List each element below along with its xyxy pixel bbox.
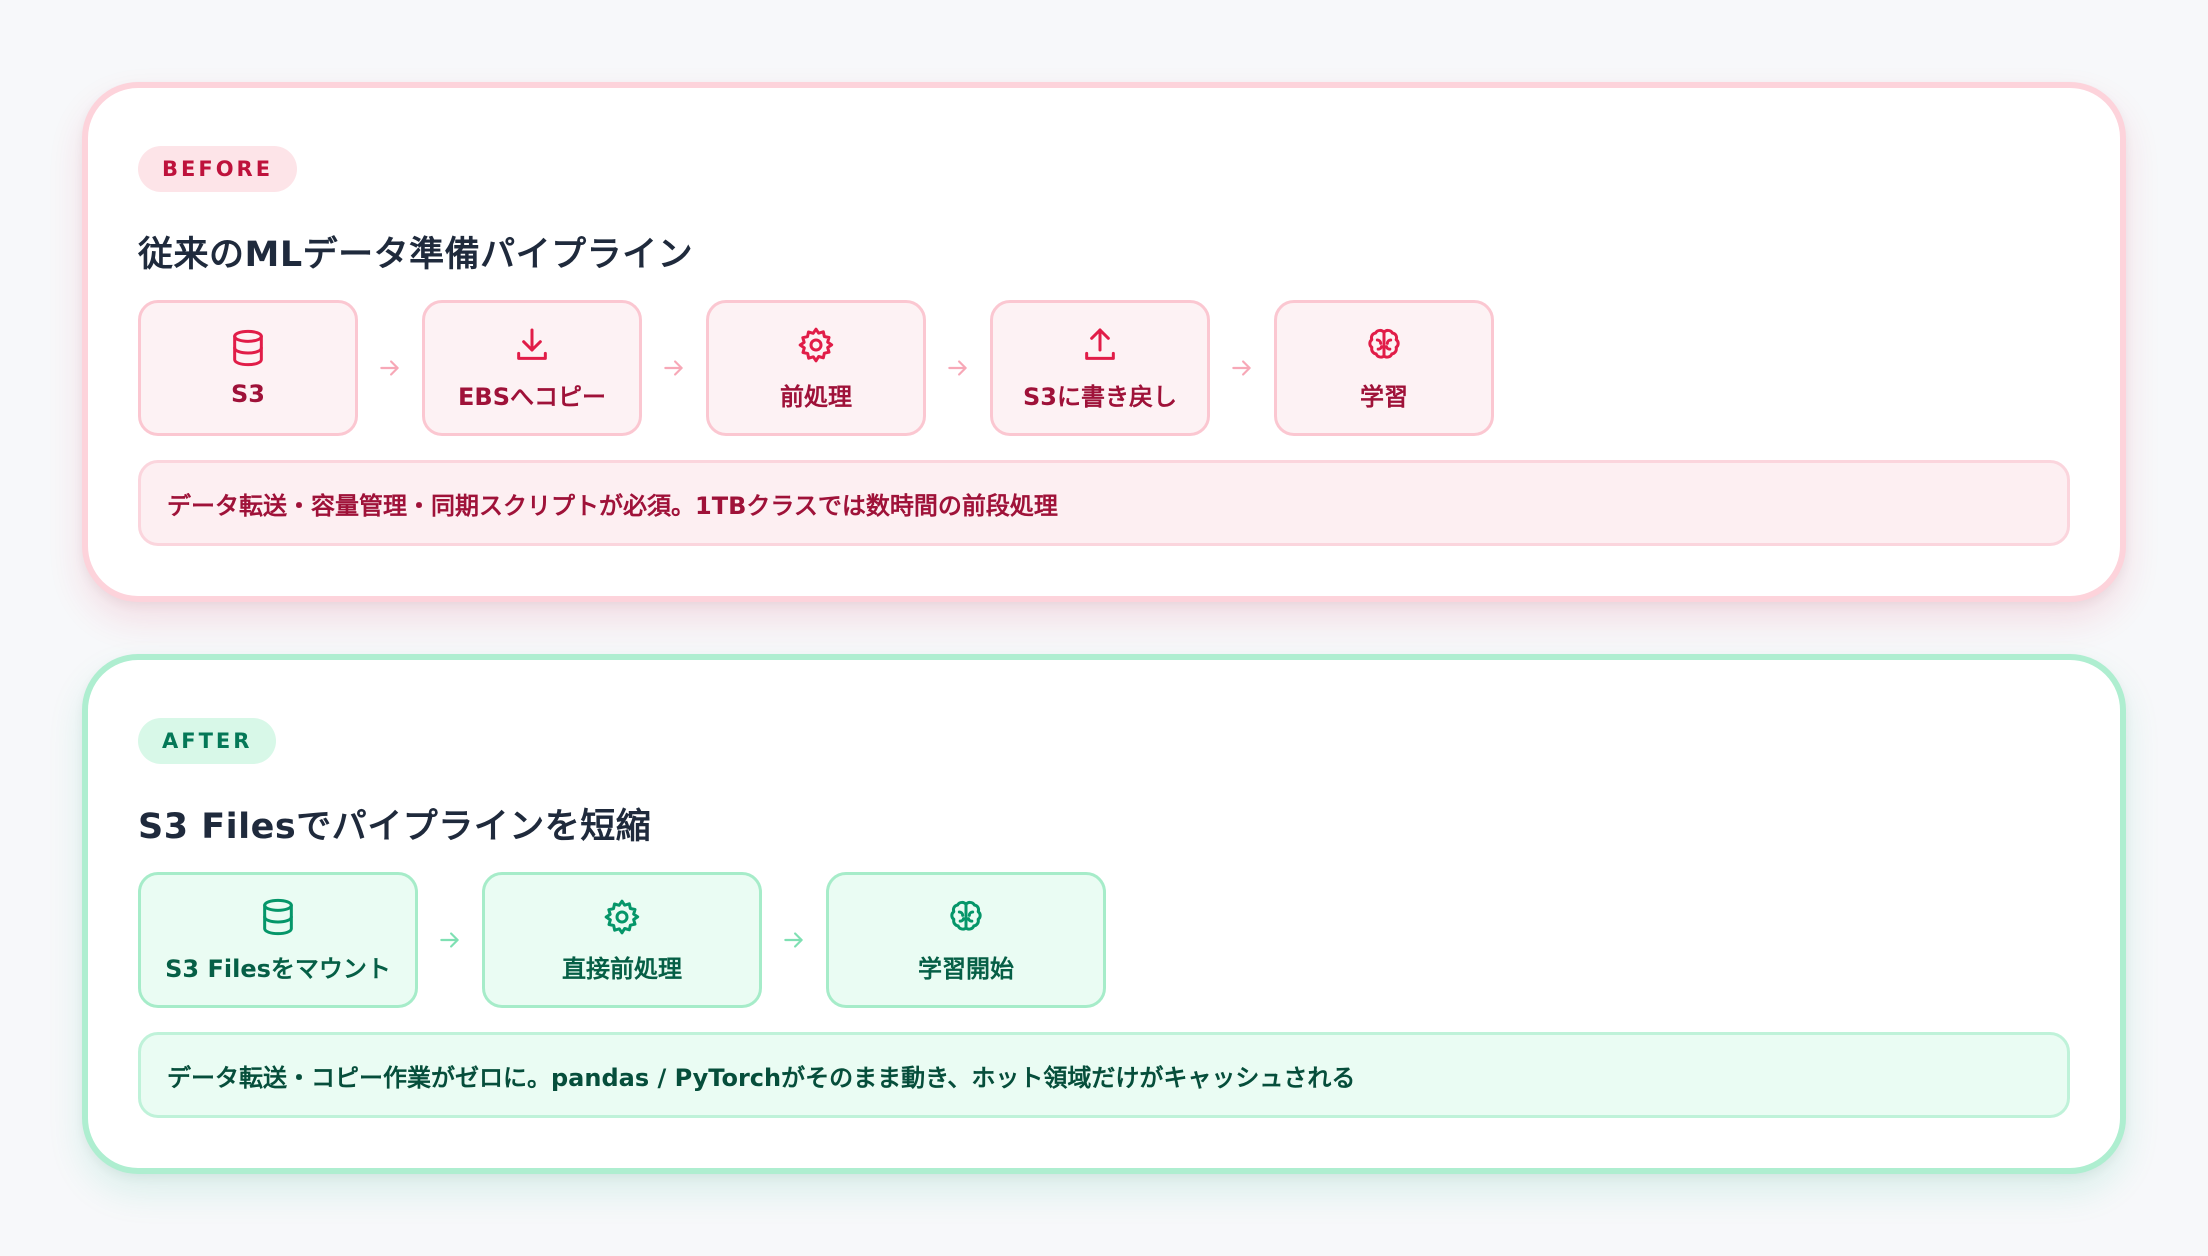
before-step-writeback: S3に書き戻し <box>990 300 1210 436</box>
after-step-direct-preprocess: 直接前処理 <box>482 872 762 1008</box>
before-badge: BEFORE <box>138 146 298 192</box>
step-label: EBSへコピー <box>458 382 606 411</box>
arrow-icon <box>1210 355 1274 381</box>
before-card: BEFORE 従来のMLデータ準備パイプライン S3 EBSへコピー <box>82 82 2126 602</box>
arrow-icon <box>418 927 482 953</box>
database-icon <box>263 898 293 935</box>
step-label: S3に書き戻し <box>1023 382 1177 411</box>
gear-icon <box>798 327 834 362</box>
brain-icon <box>950 900 982 931</box>
gear-icon <box>604 899 640 934</box>
after-step-mount: S3 Filesをマウント <box>138 872 418 1008</box>
step-label: 学習 <box>1360 382 1408 411</box>
after-flow: S3 Filesをマウント 直接前処理 学習開始 <box>138 872 1106 1008</box>
arrow-icon <box>762 927 826 953</box>
before-step-training: 学習 <box>1274 300 1494 436</box>
step-label: 学習開始 <box>918 954 1014 983</box>
after-step-training-start: 学習開始 <box>826 872 1106 1008</box>
step-label: 直接前処理 <box>562 954 682 983</box>
before-title: 従来のMLデータ準備パイプライン <box>138 235 694 275</box>
before-step-s3: S3 <box>138 300 358 436</box>
before-note: データ転送・容量管理・同期スクリプトが必須。1TBクラスでは数時間の前段処理 <box>138 460 2070 546</box>
after-note: データ転送・コピー作業がゼロに。pandas / PyTorchがそのまま動き、… <box>138 1032 2070 1118</box>
before-step-ebs-copy: EBSへコピー <box>422 300 642 436</box>
arrow-icon <box>926 355 990 381</box>
step-label: S3 <box>231 380 265 408</box>
before-step-preprocess: 前処理 <box>706 300 926 436</box>
arrow-icon <box>358 355 422 381</box>
step-label: 前処理 <box>780 382 852 411</box>
download-icon <box>517 328 547 360</box>
after-title: S3 Filesでパイプラインを短縮 <box>138 807 652 847</box>
after-badge: AFTER <box>138 718 277 764</box>
after-card: AFTER S3 Filesでパイプラインを短縮 S3 Filesをマウント 直… <box>82 654 2126 1174</box>
arrow-icon <box>642 355 706 381</box>
before-flow: S3 EBSへコピー 前処理 <box>138 300 1494 436</box>
upload-icon <box>1085 328 1115 360</box>
brain-icon <box>1368 328 1400 359</box>
step-label: S3 Filesをマウント <box>165 954 391 983</box>
database-icon <box>233 329 263 367</box>
